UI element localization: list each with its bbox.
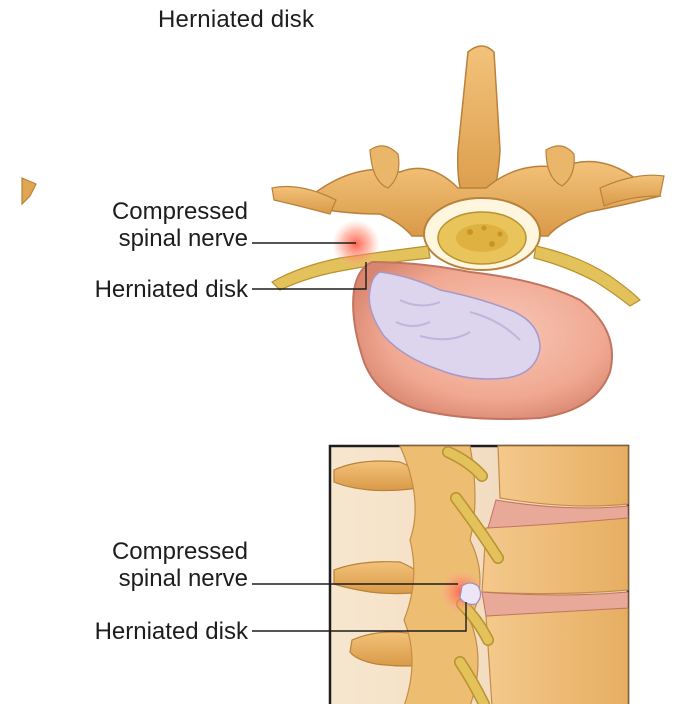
vertebral-body: [482, 516, 628, 594]
side-nerve-label-line1: Compressed: [112, 538, 248, 565]
top-nerve-label-line2: spinal nerve: [112, 225, 248, 252]
side-herniation: [460, 583, 481, 604]
top-compressed-nerve-label: Compressed spinal nerve: [112, 198, 248, 252]
edge-vertebra-fragment: [22, 178, 36, 204]
cord-texture: [482, 226, 487, 231]
vertebral-body: [498, 446, 628, 506]
vertebral-body: [486, 608, 628, 704]
cord-texture: [467, 229, 473, 235]
top-nerve-label-line1: Compressed: [112, 198, 248, 225]
side-herniated-disk-label: Herniated disk: [95, 618, 248, 645]
cord-texture: [498, 232, 503, 237]
inflammation-glow: [332, 220, 380, 268]
side-view-group: [252, 446, 628, 704]
side-nerve-label-line2: spinal nerve: [112, 565, 248, 592]
top-herniated-disk-label: Herniated disk: [95, 276, 248, 303]
cord-texture: [489, 241, 495, 247]
side-compressed-nerve-label: Compressed spinal nerve: [112, 538, 248, 592]
